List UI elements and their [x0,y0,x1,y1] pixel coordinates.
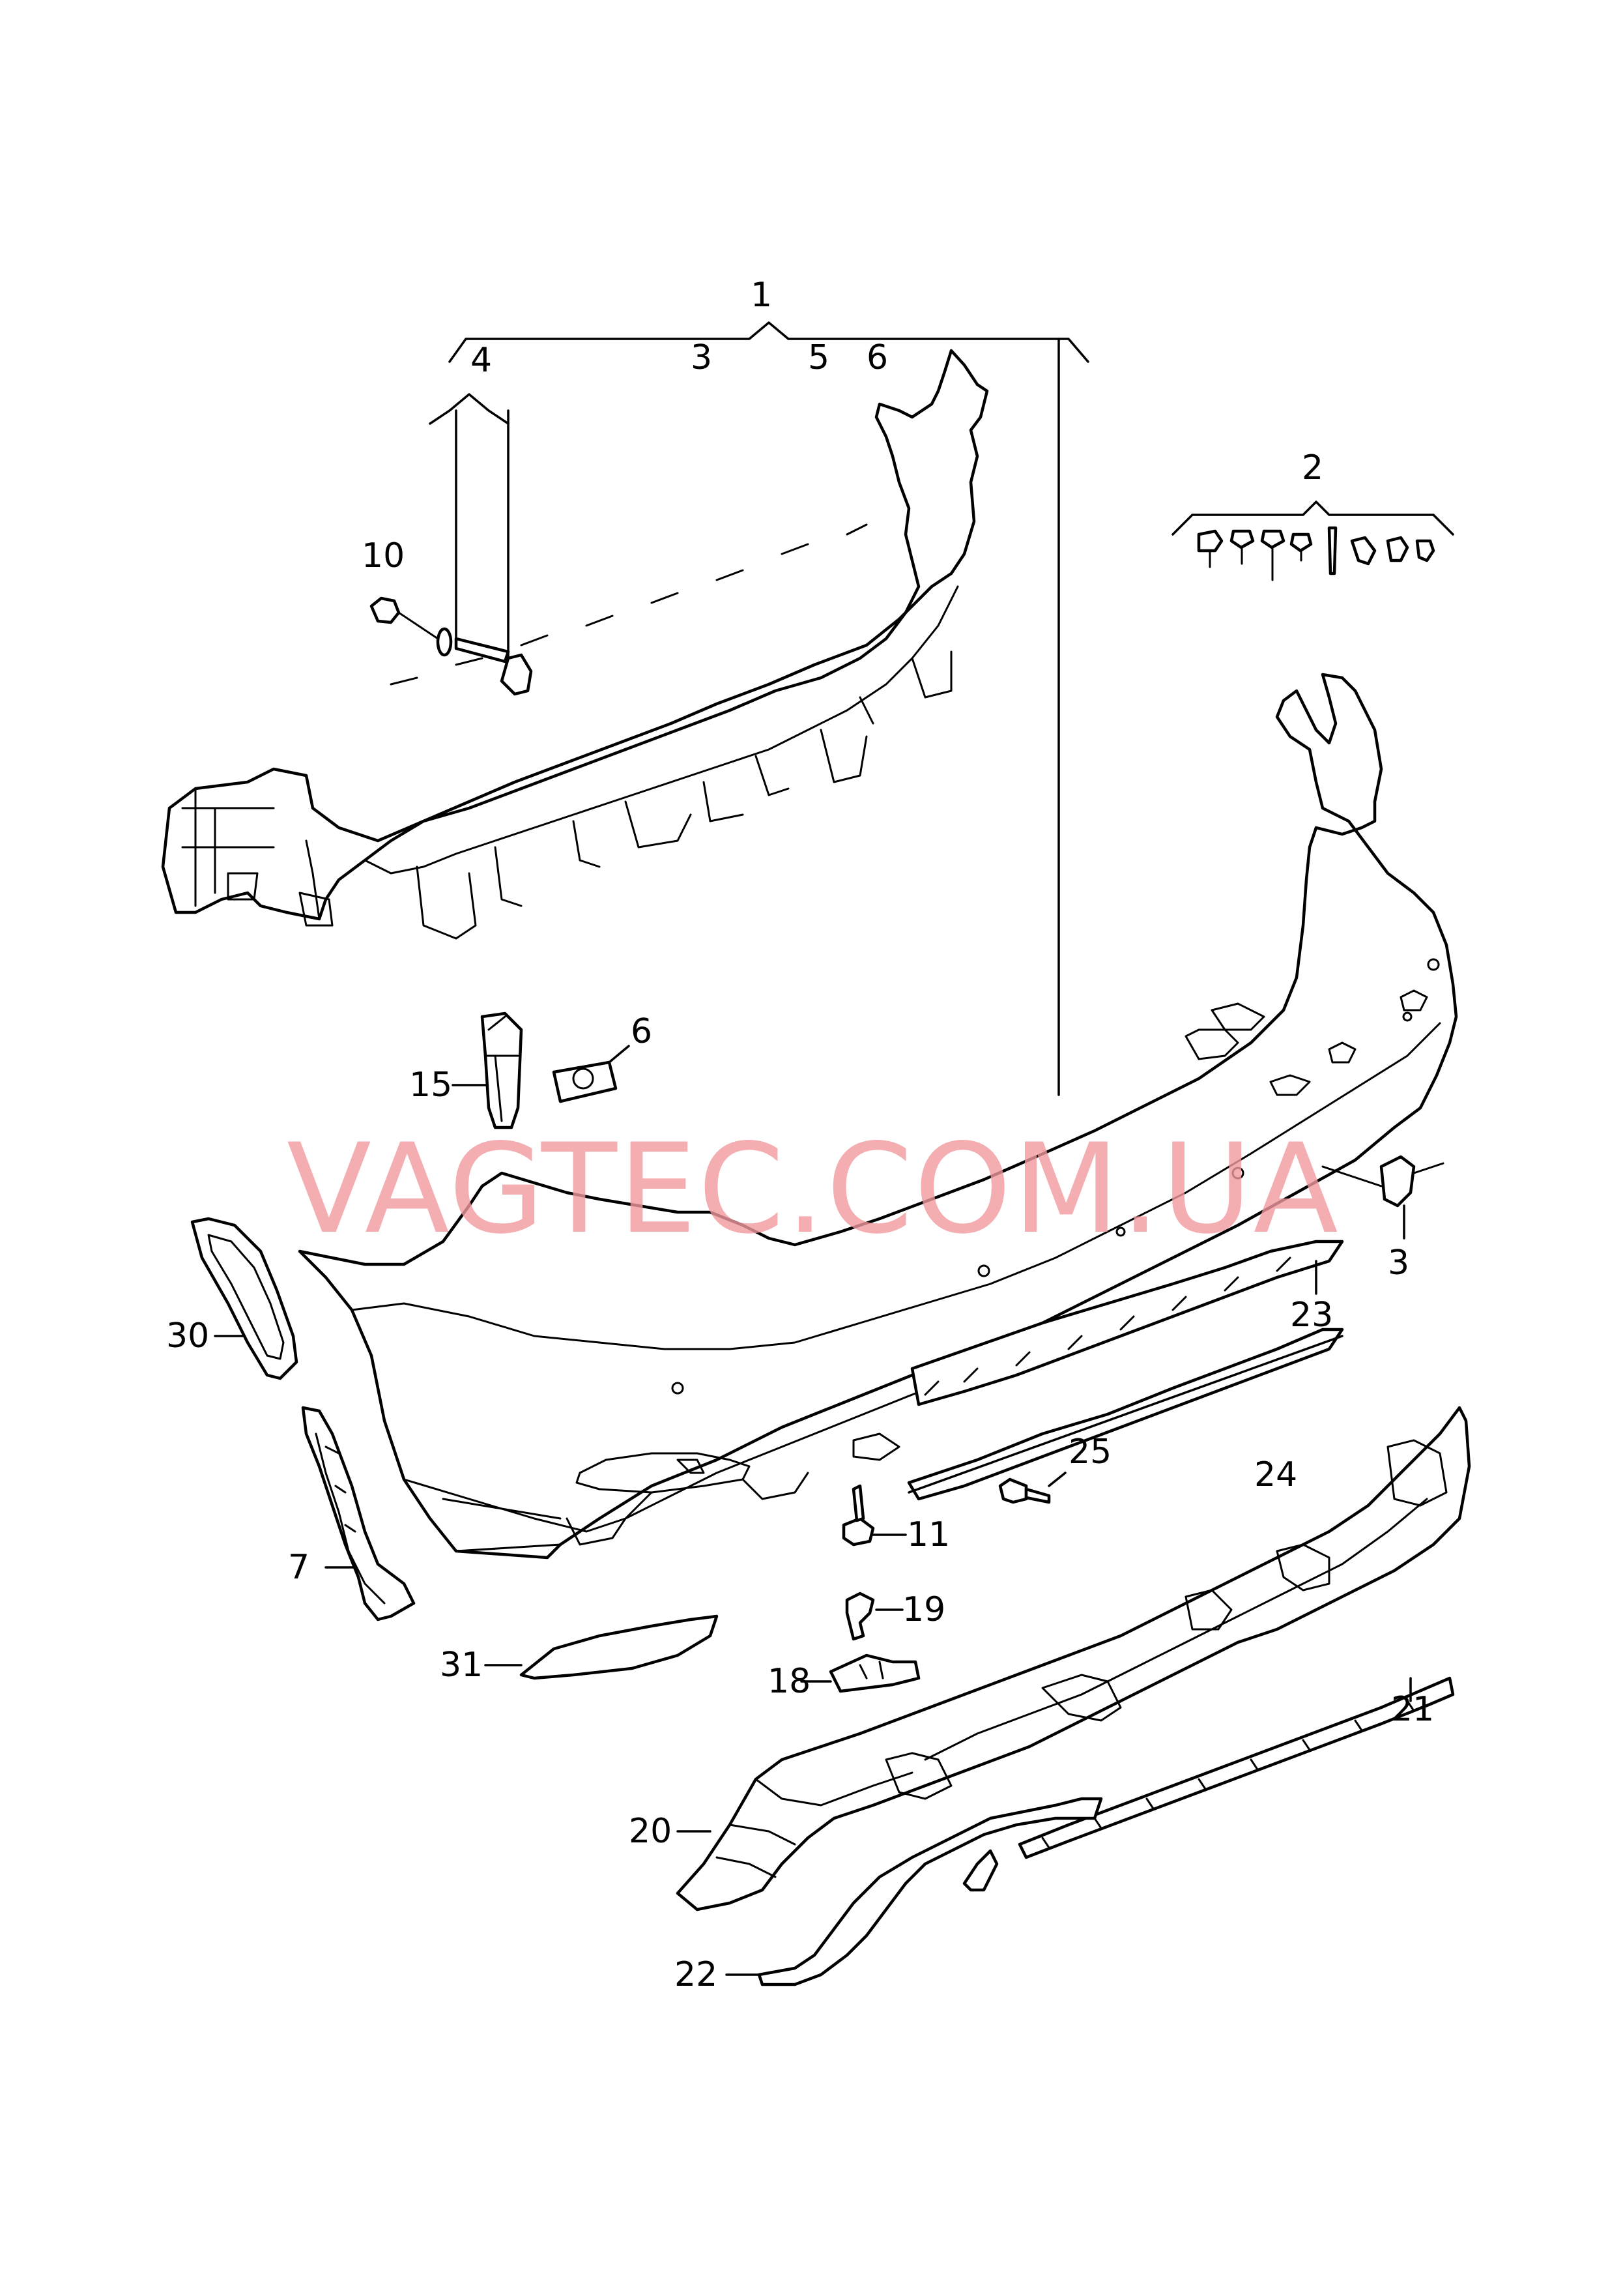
callout-15: 15 [409,1066,452,1105]
callout-11: 11 [907,1515,950,1554]
clip-19 [845,1591,904,1641]
callout-labels: 1 4 3 5 6 2 10 6 15 3 23 30 25 24 11 7 1… [166,276,1434,1994]
callout-5: 5 [808,338,829,377]
bumper-cover [298,673,1458,1560]
clip-plate-6 [552,1045,630,1103]
callout-18: 18 [768,1662,811,1701]
trim-strip-21 [1018,1676,1455,1859]
callout-31: 31 [440,1646,483,1685]
side-bracket-7 [301,1406,416,1621]
callout-3-top: 3 [691,338,712,377]
tow-hook-cover-3 [1321,1155,1444,1240]
callout-3: 3 [1388,1243,1409,1283]
assembly-bracket-1 [448,321,1089,1096]
trim-strip-23 [910,1240,1344,1406]
trim-strip-24 [907,1328,1344,1501]
reflector-frame-30 [190,1217,298,1380]
callout-2: 2 [1302,448,1323,487]
watermark: VAGTEC.COM.UA [287,1117,1340,1261]
bolt-set-4 [369,393,533,696]
hardware-kit-2 [1171,501,1454,581]
diffuser-20 [676,1406,1471,1911]
callout-24: 24 [1254,1455,1297,1494]
bracket-15 [452,1011,523,1129]
callout-7: 7 [288,1548,309,1587]
callout-6: 6 [631,1012,652,1051]
callout-1: 1 [751,276,772,315]
callout-19: 19 [902,1590,945,1629]
exhaust-trim-22 [725,1797,1103,1986]
callout-25: 25 [1069,1432,1112,1472]
screw-11 [842,1484,907,1547]
callout-4: 4 [470,341,492,380]
callout-10: 10 [362,536,405,575]
bracket-18 [800,1653,921,1693]
callout-20: 20 [629,1812,672,1851]
side-trim-31 [484,1614,719,1680]
callout-23: 23 [1290,1296,1333,1335]
callout-21: 21 [1391,1690,1434,1729]
callout-6-top: 6 [867,338,888,377]
bumper-carrier-5 [161,349,989,940]
callout-30: 30 [166,1316,209,1356]
screw-25 [998,1472,1067,1504]
callout-22: 22 [674,1955,717,1994]
